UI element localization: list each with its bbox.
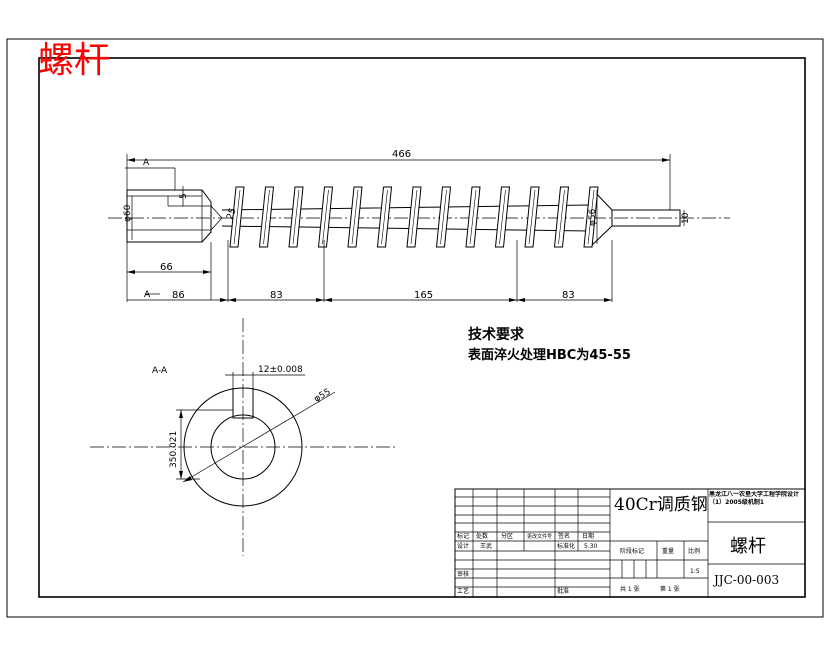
inner-border <box>38 57 806 598</box>
dim-key-depth: 5 <box>179 193 189 199</box>
label-change-doc: 更改文件号 <box>527 533 552 540</box>
dim-body-dia: φ56 <box>588 208 598 226</box>
flight-hatch <box>292 189 300 245</box>
section-view: A-A 12±0.008 φ55 350.021 <box>90 318 395 556</box>
flight-hatch <box>410 189 418 245</box>
flight-hatch <box>233 189 241 245</box>
label-sign: 签名 <box>558 532 570 540</box>
main-dimensions: 466 A 5 φ60 25 66 86 83 165 <box>123 149 691 302</box>
label-stage-mark: 阶段标记 <box>620 547 644 555</box>
dim-outer-dia: φ55 <box>313 387 333 404</box>
sheet-number: 第 1 张 <box>660 585 680 593</box>
dim-overall: 466 <box>392 149 411 160</box>
flight-hatch <box>263 189 270 245</box>
flight-hatch <box>528 189 536 245</box>
school-name: 黑龙江八一农垦大学工程学院设计（1）2005级机制1 <box>709 491 800 506</box>
flight-hatch <box>558 189 565 245</box>
section-marker-bottom: A <box>144 290 151 300</box>
outer-circle <box>183 387 303 507</box>
scale-value: 1:5 <box>690 568 700 575</box>
dim-depth: 350.021 <box>169 431 179 468</box>
label-review: 审核 <box>457 570 469 578</box>
section-marker-top: A <box>143 158 150 168</box>
tech-req-heading: 技术要求 <box>468 326 525 343</box>
tip-shaft <box>611 209 681 227</box>
designer-name: 王武 <box>480 542 492 550</box>
tech-req-line1: 表面淬火处理HBC为45-55 <box>467 347 631 363</box>
outer-border <box>6 38 824 618</box>
flight-hatch <box>440 189 447 245</box>
label-scale: 比例 <box>688 547 700 555</box>
part-name: 螺杆 <box>730 536 766 557</box>
label-date: 日期 <box>582 532 594 540</box>
flight-hatch <box>499 189 506 245</box>
label-design: 设计 <box>457 542 469 550</box>
dim-tip-dia: 10 <box>681 212 691 224</box>
title-block: 40Cr调质钢 黑龙江八一农垦大学工程学院设计（1）2005级机制1 螺杆 JJ… <box>454 488 806 598</box>
drawing-title: 螺杆 <box>38 40 110 81</box>
keyway <box>232 388 254 419</box>
dim-seg1: 86 <box>172 290 185 301</box>
sheets-total: 共 1 张 <box>620 585 640 593</box>
flight-hatch <box>351 189 359 245</box>
label-process: 工艺 <box>457 587 469 595</box>
dim-seg3: 165 <box>414 290 433 301</box>
flight-hatch <box>587 189 595 245</box>
label-standardize: 标准化 <box>557 542 575 550</box>
drawing-number: JJC-00-003 <box>712 573 779 587</box>
dim-seg4: 83 <box>562 290 575 301</box>
screw-flights <box>229 186 599 248</box>
dim-pitch: 25 <box>225 207 238 221</box>
dim-shank: 66 <box>160 262 173 273</box>
std-date: 5.30 <box>584 543 598 550</box>
label-zone: 分区 <box>501 532 513 540</box>
flight-hatch <box>469 189 477 245</box>
label-count: 处数 <box>476 532 488 540</box>
section-label: A-A <box>152 366 168 376</box>
inner-circle <box>210 414 276 480</box>
screw-main-view <box>108 186 730 248</box>
label-mark: 标记 <box>457 532 469 540</box>
dim-key-width: 12±0.008 <box>258 365 303 375</box>
flight-hatch <box>381 189 388 245</box>
label-weight: 重量 <box>662 547 674 555</box>
dim-seg2: 83 <box>270 290 283 301</box>
label-approve: 批准 <box>557 587 569 595</box>
dim-shank-dia: φ60 <box>123 204 133 222</box>
flight-hatch <box>322 189 329 245</box>
material: 40Cr调质钢 <box>614 495 708 515</box>
shank-outline <box>126 189 212 243</box>
